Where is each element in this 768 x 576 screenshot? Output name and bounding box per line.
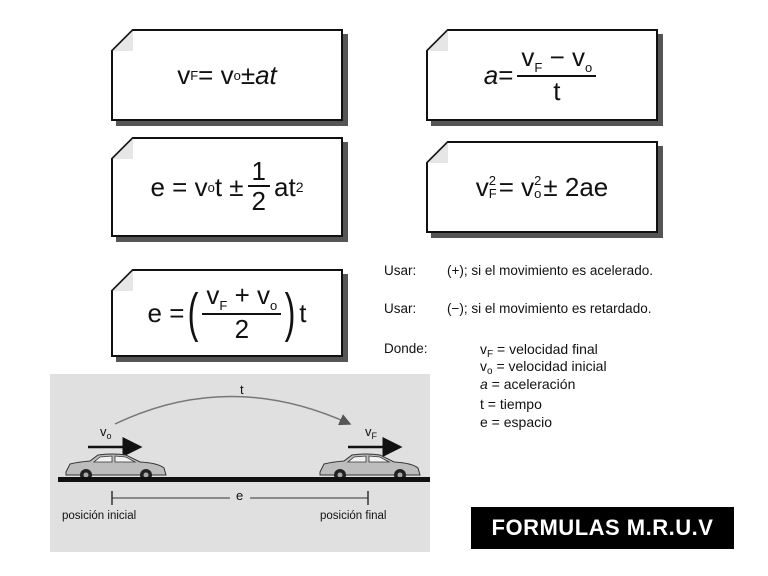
motion-diagram: t vo vF e posición inicial posición fina… <box>50 374 430 552</box>
usar-label-1: Usar: <box>384 263 417 278</box>
formula-card-acceleration: a = vF − vo t <box>426 29 658 121</box>
folded-corner-icon <box>111 137 133 159</box>
donde-label: Donde: <box>384 341 428 356</box>
time-label: t <box>240 382 244 397</box>
folded-corner-icon <box>426 29 448 51</box>
usar-text-2: (−); si el movimiento es retardado. <box>447 301 652 316</box>
distance-label: e <box>236 488 244 503</box>
usar-text-1: (+); si el movimiento es acelerado. <box>447 263 653 278</box>
motion-diagram-graphic <box>58 395 430 505</box>
initial-position-label: posición inicial <box>62 510 137 522</box>
folded-corner-icon <box>111 269 133 291</box>
initial-velocity-label: vo <box>100 424 112 441</box>
road <box>58 477 430 482</box>
car-final-icon <box>319 453 421 481</box>
fraction: vF + vo 2 <box>202 281 282 345</box>
formula-card-average-velocity: e = ( vF + vo 2 )t <box>111 269 343 357</box>
final-velocity-label: vF <box>365 424 377 441</box>
definition-distance: e = espacio <box>480 414 553 430</box>
definition-final-velocity: vF = velocidad final <box>480 341 598 360</box>
final-position-label: posición final <box>320 510 387 522</box>
folded-corner-icon <box>426 141 448 163</box>
car-initial-icon <box>65 453 167 481</box>
usar-label-2: Usar: <box>384 301 417 316</box>
time-arc <box>114 395 352 426</box>
title-badge: FORMULAS M.R.U.V <box>471 507 734 549</box>
folded-corner-icon <box>111 29 133 51</box>
definition-initial-velocity: vo = velocidad inicial <box>480 358 607 377</box>
definition-time: t = tiempo <box>480 396 542 412</box>
formula-distance-average: e = ( vF + vo 2 )t <box>147 279 307 345</box>
formula-acceleration: a = vF − vo t <box>428 31 656 119</box>
fraction: 1 2 <box>247 157 271 217</box>
fraction: vF − vo t <box>517 43 597 107</box>
definition-acceleration: a = aceleración <box>480 376 576 392</box>
